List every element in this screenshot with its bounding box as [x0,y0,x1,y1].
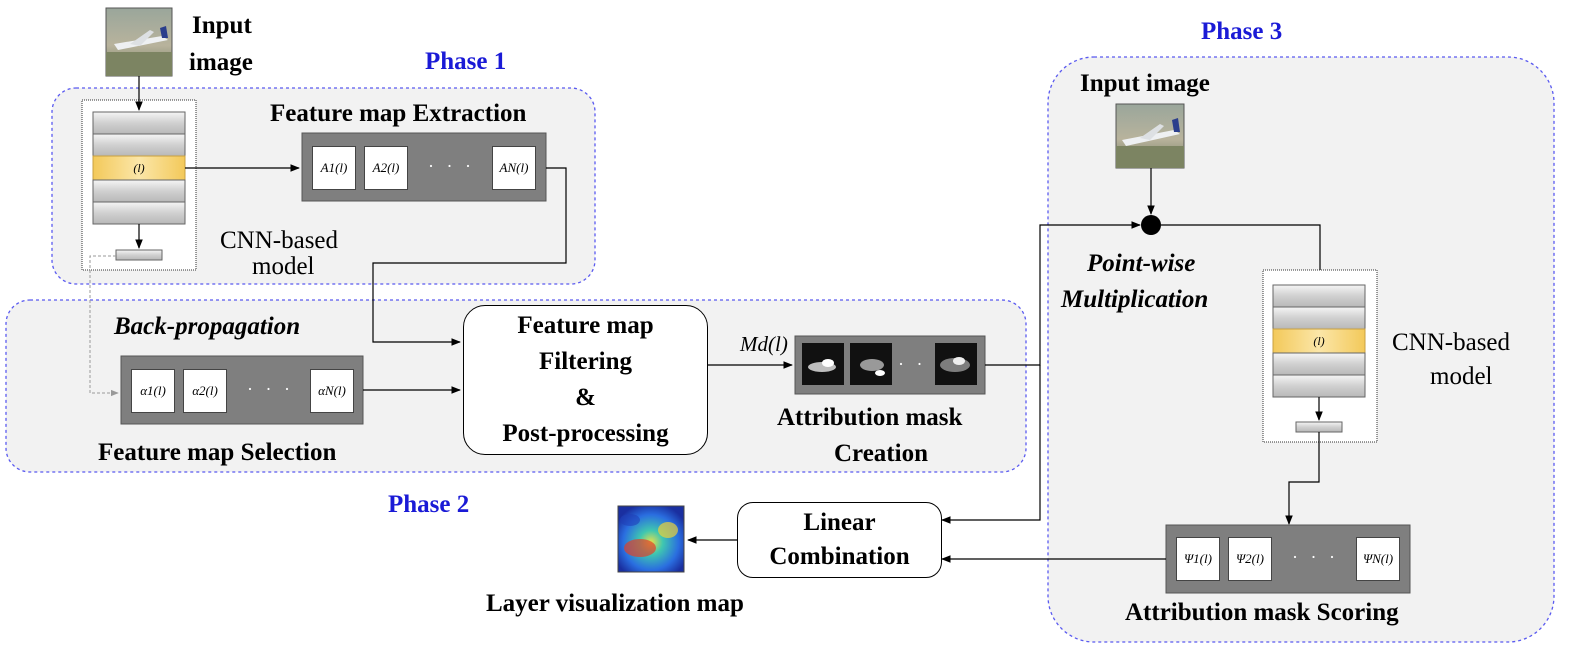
pointwise-line2: Multiplication [1061,286,1209,313]
phase1-label: Phase 1 [425,48,507,75]
filtering-line1: Feature map [517,311,654,339]
input-label-line2: image [189,49,253,76]
attribution-mask-thumbnail-n [935,343,977,385]
phase3-label: Phase 3 [1201,18,1283,45]
heatmap-thumbnail [617,505,685,573]
phase2-label: Phase 2 [388,491,470,518]
feature-map-a1: A1(l) [312,146,356,190]
filtering-box: Feature map Filtering & Post-processing [463,305,708,455]
phase3-input-label: Input image [1080,70,1210,97]
mask-ellipsis: · · · [898,354,945,374]
mask-caption-line2: Creation [834,440,928,467]
attribution-mask-thumbnail-1 [802,343,844,385]
p1-output-node [115,249,163,261]
attribution-mask-scoring-label: Attribution mask Scoring [1125,599,1399,626]
score-psi-2: Ψ2(l) [1228,537,1272,581]
feature-map-ellipsis: · · · [428,156,475,176]
input-label-line1: Input [192,12,252,39]
phase1-model-label-line1: CNN-based [220,227,339,254]
alpha-ellipsis: · · · [247,379,294,399]
alpha-n: αN(l) [310,369,354,413]
linear-line1: Linear [803,509,876,537]
linear-line2: Combination [769,543,910,570]
score-psi-n: ΨN(l) [1356,537,1400,581]
filtering-line2: Filtering [538,347,633,375]
alpha-2: α2(l) [183,369,227,413]
phase3-model-label-line1: CNN-based [1392,329,1511,356]
p1-layer-highlight [92,155,186,181]
attribution-mask-thumbnail-2 [850,343,892,385]
mask-caption-line1: Attribution mask [777,404,963,431]
phase3-input-image [1115,103,1185,169]
pointwise-line1: Point-wise [1087,250,1196,277]
feature-map-a2: A2(l) [364,146,408,190]
alpha-1: α1(l) [131,369,175,413]
score-ellipsis: · · · [1292,547,1339,567]
pointwise-multiplication-dot [1141,215,1161,235]
feature-map-selection-label: Feature map Selection [98,439,337,466]
layer-visualization-label: Layer visualization map [486,590,744,617]
phase3-layer-marker: (l) [1313,333,1325,348]
p1-layer-1 [92,111,186,135]
phase1-input-image [105,7,173,77]
p1-layer-2 [92,133,186,157]
p1-layer-4 [92,201,186,225]
score-psi-1: Ψ1(l) [1176,537,1220,581]
p1-layer-3 [92,179,186,203]
linear-combination-box: Linear Combination [737,502,942,578]
mask-symbol: Md(l) [740,332,788,356]
backprop-label: Back-propagation [114,313,301,340]
feature-map-an: AN(l) [492,146,536,190]
filtering-line4: Post-processing [502,420,669,448]
filtering-line3: & [575,384,596,411]
phase1-layer-marker: (l) [133,160,145,175]
phase1-model-label-line2: model [252,253,315,280]
feature-map-extraction-title: Feature map Extraction [270,100,527,127]
phase3-model-label-line2: model [1430,363,1493,390]
